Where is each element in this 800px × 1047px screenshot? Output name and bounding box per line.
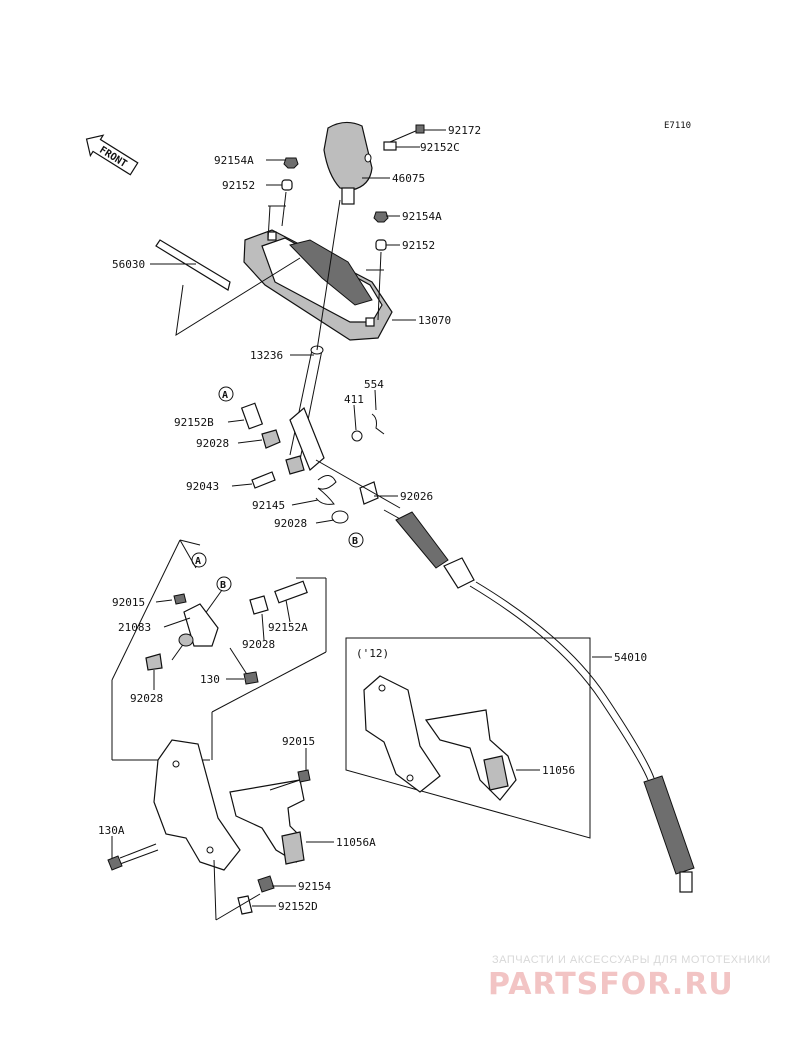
bolt-92154: [213, 859, 275, 921]
part-92028-b: 92028: [274, 517, 307, 530]
shift-cable: [383, 509, 695, 893]
plate-56030: [155, 239, 301, 336]
part-92043: 92043: [186, 480, 219, 493]
part-13070: 13070: [418, 314, 451, 327]
bracket-11056A: [153, 739, 305, 871]
diagram-code: E7110: [664, 121, 691, 131]
part-92028-c: 92028: [242, 638, 275, 651]
year-note: ('12): [356, 647, 389, 660]
part-92154: 92154: [298, 880, 331, 893]
part-92026: 92026: [400, 490, 433, 503]
svg-text:B: B: [220, 580, 226, 591]
part-92152B: 92152B: [174, 416, 214, 429]
part-92028-d: 92028: [130, 692, 163, 705]
bolt-92154A-right: [366, 211, 389, 321]
part-92152D: 92152D: [278, 900, 318, 913]
part-92152A: 92152A: [268, 621, 308, 634]
lower-bushings: [145, 580, 308, 685]
callout-A-top: A: [218, 386, 234, 402]
bolt-130A: [107, 843, 159, 871]
callout-B-mid: B: [216, 576, 232, 592]
part-46075: 46075: [392, 172, 425, 185]
nut-92015: [297, 769, 311, 783]
part-92154A: 92154A: [402, 210, 442, 223]
part-130A: 130A: [98, 824, 125, 837]
watermark-site: PARTSFOR.RU: [488, 967, 734, 1002]
part-21083: 21083: [118, 621, 151, 634]
callout-B-top: B: [348, 532, 364, 548]
part-11056: 11056: [542, 764, 575, 777]
assembly-outline: [111, 539, 327, 761]
watermark: ЗАПЧАСТИ И АКСЕССУАРЫ ДЛЯ МОТОТЕХНИКИ PA…: [488, 954, 771, 1002]
part-92145: 92145: [252, 499, 285, 512]
svg-text:B: B: [352, 536, 358, 547]
part-54010: 54010: [614, 651, 647, 664]
part-92172: 92172: [448, 124, 481, 137]
shift-lever: [289, 199, 341, 472]
part-130: 130: [200, 673, 220, 686]
year-inset: ('12): [345, 637, 591, 839]
part-13236: 13236: [250, 349, 283, 362]
svg-text:A: A: [195, 556, 201, 567]
knob-screw: [383, 124, 425, 151]
lever-bushings: [240, 402, 401, 524]
part-11056A: 11056A: [336, 836, 376, 849]
part-92154A-top: 92154A: [214, 154, 254, 167]
part-56030: 56030: [112, 258, 145, 271]
svg-text:A: A: [222, 390, 228, 401]
part-92015-top: 92015: [112, 596, 145, 609]
part-92152: 92152: [402, 239, 435, 252]
watermark-tagline: ЗАПЧАСТИ И АКСЕССУАРЫ ДЛЯ МОТОТЕХНИКИ: [492, 954, 771, 966]
part-92152C: 92152C: [420, 141, 460, 154]
bracket-21083: [173, 593, 219, 647]
shift-cover: [243, 229, 393, 341]
part-92152-top: 92152: [222, 179, 255, 192]
leader-lines: [111, 129, 612, 907]
part-labels: 92172 92152C 92154A 92152 46075 92154A 9…: [98, 124, 647, 913]
part-92028-a: 92028: [196, 437, 229, 450]
part-411: 411: [344, 393, 364, 406]
part-554: 554: [364, 378, 384, 391]
front-arrow-icon: FRONT: [85, 134, 139, 176]
bolt-92154A-top: [267, 157, 299, 241]
part-92015: 92015: [282, 735, 315, 748]
shift-knob: [323, 121, 373, 205]
